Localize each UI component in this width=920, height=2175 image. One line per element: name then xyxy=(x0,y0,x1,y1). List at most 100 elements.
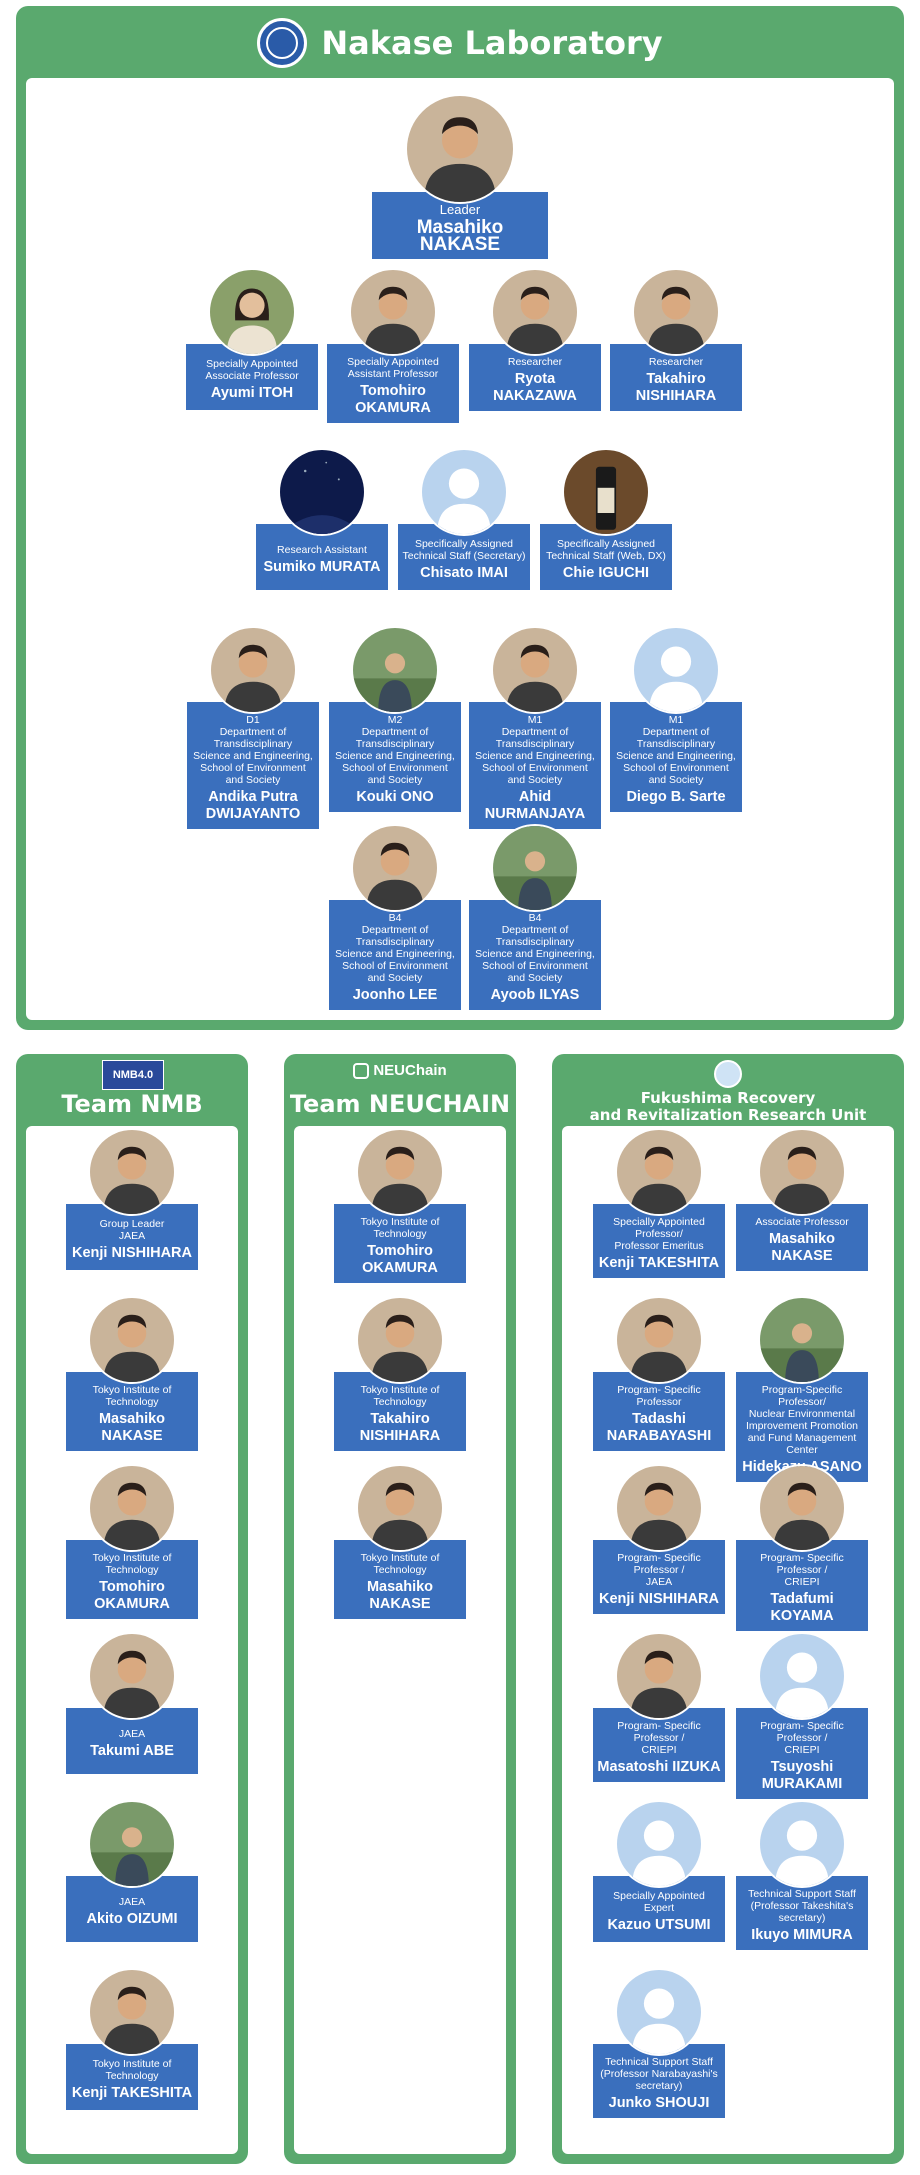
member-name: Chie IGUCHI xyxy=(562,565,650,581)
member-card: Specifically Assigned Technical Staff (W… xyxy=(540,524,672,590)
member-role: Technical Support Staff (Professor Takes… xyxy=(748,1888,856,1924)
fukushima-member: Specially Appointed Professor/ Professor… xyxy=(593,1128,725,1278)
member-role: JAEA xyxy=(118,1728,146,1740)
placeholder-person-icon xyxy=(420,448,508,536)
nmb-logo: NMB4.0 xyxy=(102,1060,164,1090)
photo-man-icon xyxy=(405,94,515,204)
team-neuchain-panel: NEUChain Team NEUCHAIN xyxy=(284,1054,516,2164)
placeholder-person-icon xyxy=(615,1800,703,1888)
member-name: Diego B. Sarte xyxy=(626,789,726,805)
photo-man-icon xyxy=(349,268,437,356)
fukushima-member: Technical Support Staff (Professor Narab… xyxy=(593,1968,725,2118)
member-role: Leader xyxy=(439,202,481,217)
member-card: Technical Support Staff (Professor Takes… xyxy=(736,1876,868,1950)
member-name: Kenji NISHIHARA xyxy=(598,1591,720,1607)
lab-header: Nakase Laboratory xyxy=(16,16,904,70)
photo-bottle-icon xyxy=(562,448,650,536)
member-role: Researcher xyxy=(648,356,704,368)
member-role: Specially Appointed Assistant Professor xyxy=(347,356,439,380)
member-name: Masatoshi IIZUKA xyxy=(597,1759,721,1775)
placeholder-person-icon xyxy=(758,1800,846,1888)
member-name: Masahiko NAKASE xyxy=(98,1411,166,1444)
member-card: B4 Department of Transdisciplinary Scien… xyxy=(469,900,601,1010)
photo-outdoor-icon xyxy=(351,626,439,714)
member-role: Tokyo Institute of Technology xyxy=(92,2058,172,2082)
member-role: Technical Support Staff (Professor Narab… xyxy=(600,2056,718,2092)
lab-row4-member: B4 Department of Transdisciplinary Scien… xyxy=(329,824,461,1010)
member-name: Takahiro NISHIHARA xyxy=(359,1411,441,1444)
member-name: Andika Putra DWIJAYANTO xyxy=(205,789,301,822)
photo-man-icon xyxy=(632,268,720,356)
university-seal-icon xyxy=(257,18,308,68)
fukushima-body xyxy=(562,1126,894,2154)
placeholder-person-icon xyxy=(632,626,720,714)
member-name: Masahiko NAKASE xyxy=(416,217,504,255)
photo-man-icon xyxy=(491,268,579,356)
member-role: Specifically Assigned Technical Staff (S… xyxy=(402,538,526,562)
member-name: Tomohiro OKAMURA xyxy=(355,383,431,416)
member-card: M1 Department of Transdisciplinary Scien… xyxy=(469,702,601,829)
photo-man-icon xyxy=(356,1128,444,1216)
team-nmb-title: Team NMB xyxy=(61,1090,203,1118)
photo-man-icon xyxy=(209,626,297,714)
member-name: Takumi ABE xyxy=(90,1743,174,1759)
member-name: Ryota NAKAZAWA xyxy=(493,371,577,404)
member-name: Tomohiro OKAMURA xyxy=(94,1579,170,1612)
member-role: Associate Professor xyxy=(755,1216,849,1228)
member-role: M2 Department of Transdisciplinary Scien… xyxy=(335,714,455,786)
member-card: B4 Department of Transdisciplinary Scien… xyxy=(329,900,461,1010)
member-role: Program-Specific Professor/ Nuclear Envi… xyxy=(745,1384,859,1456)
team-neuchain-title: Team NEUCHAIN xyxy=(289,1090,511,1118)
member-role: B4 Department of Transdisciplinary Scien… xyxy=(475,912,595,984)
fukushima-member: Technical Support Staff (Professor Takes… xyxy=(736,1800,868,1950)
lab-row2-member: Specifically Assigned Technical Staff (W… xyxy=(540,448,672,590)
neuchain-logo-text: NEUChain xyxy=(373,1062,447,1079)
member-role: M1 Department of Transdisciplinary Scien… xyxy=(616,714,736,786)
member-name: Tsuyoshi MURAKAMI xyxy=(761,1759,843,1792)
neuchain-chain-icon xyxy=(353,1063,370,1080)
photo-man-icon xyxy=(356,1296,444,1384)
member-name: Kenji TAKESHITA xyxy=(71,2085,193,2101)
photo-man-icon xyxy=(88,1968,176,2056)
member-name: Kenji TAKESHITA xyxy=(598,1255,720,1271)
nmb-logo-text: NMB4.0 xyxy=(112,1069,154,1081)
lab-row3-member: M1 Department of Transdisciplinary Scien… xyxy=(469,626,601,829)
photo-man-icon xyxy=(88,1632,176,1720)
member-role: Program- Specific Professor / CRIEPI xyxy=(760,1720,844,1756)
photo-outdoor-icon xyxy=(88,1800,176,1888)
member-role: Group Leader JAEA xyxy=(99,1218,165,1242)
fukushima-title: Fukushima Recovery and Revitalization Re… xyxy=(589,1089,867,1124)
member-name: Chisato IMAI xyxy=(420,565,508,581)
photo-man-icon xyxy=(88,1296,176,1384)
photo-man-icon xyxy=(615,1632,703,1720)
neuchain-logo: NEUChain xyxy=(284,1062,516,1080)
photo-man-icon xyxy=(88,1128,176,1216)
member-card: M2 Department of Transdisciplinary Scien… xyxy=(329,702,461,812)
photo-man-icon xyxy=(615,1464,703,1552)
member-card: Technical Support Staff (Professor Narab… xyxy=(593,2044,725,2118)
member-name: Tadashi NARABAYASHI xyxy=(606,1411,712,1444)
lab-title: Nakase Laboratory xyxy=(321,24,663,62)
member-name: Joonho LEE xyxy=(352,987,438,1003)
fukushima-member: Program-Specific Professor/ Nuclear Envi… xyxy=(736,1296,868,1482)
